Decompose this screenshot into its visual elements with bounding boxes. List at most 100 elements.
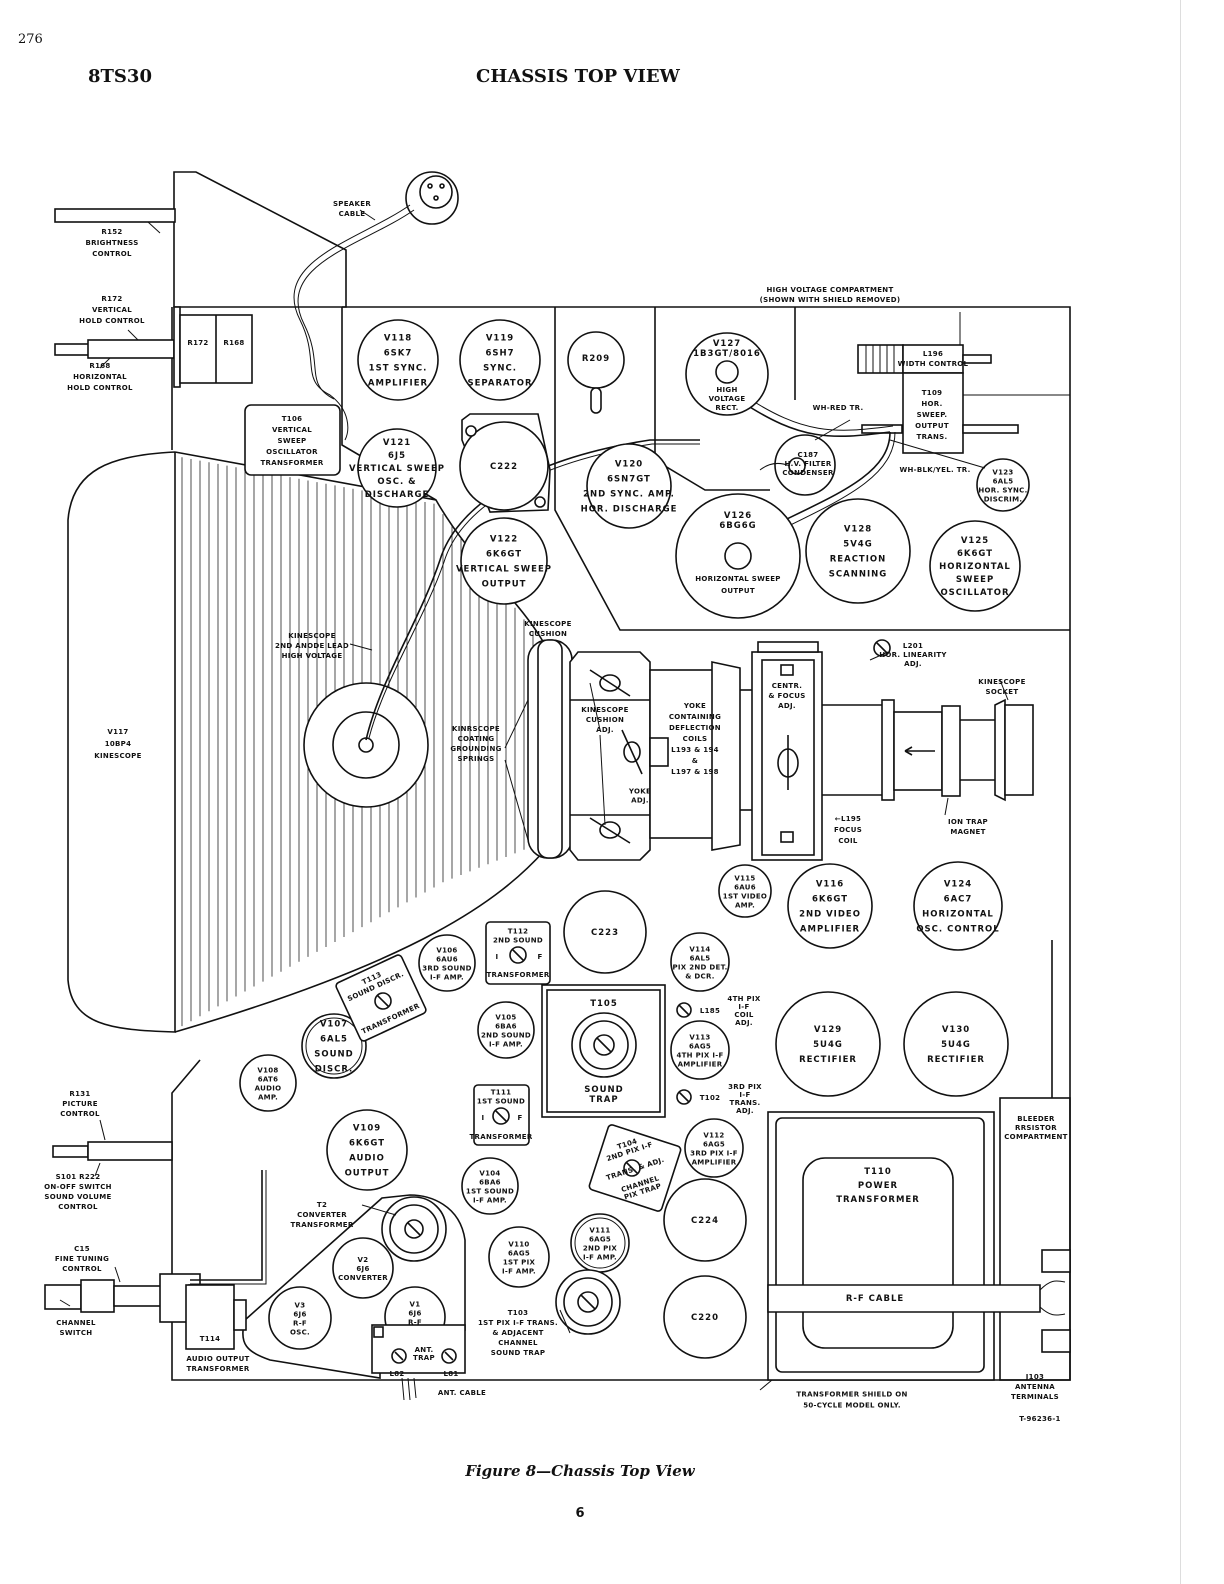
t109-label-line: TRANS. [917, 433, 948, 441]
l82-adjust-icon[interactable] [391, 1348, 407, 1364]
tube-label-line: V124 [944, 880, 972, 890]
tube-label-line: 1ST SYNC. [369, 364, 428, 374]
tube-label-line: V107 [320, 1020, 348, 1030]
t114-audio-output-transformer [185, 1170, 267, 1350]
leader-line [99, 1119, 106, 1141]
t2-adjust-icon[interactable] [404, 1219, 424, 1239]
t103-adjust-icon[interactable] [577, 1291, 599, 1313]
rf-cable-label: R-F CABLE [846, 1294, 903, 1304]
tube-label-line: 6AL5 [690, 955, 711, 963]
v117-label-line: V117 [107, 728, 128, 736]
kinescope-cushion [527, 639, 573, 859]
t103-label-line: T103 [508, 1309, 529, 1317]
c220-capacitor [663, 1275, 747, 1359]
t110-power-transformer [767, 1111, 995, 1381]
tube-label-line: 3RD SOUND [422, 965, 472, 973]
t111-adjust-icon[interactable] [492, 1107, 510, 1125]
hold-control-shafts[interactable] [54, 306, 181, 388]
tube-label-line: V105 [495, 1014, 516, 1022]
tube-label-line: SEPARATOR [468, 379, 533, 389]
drawing-number-label-line: T-96236-1 [1019, 1415, 1060, 1423]
leader-line [599, 734, 606, 826]
t112-f-label-line: F [537, 953, 542, 961]
tube-label-line: 6SN7GT [607, 475, 651, 485]
tube-label-line: V126 [724, 511, 752, 521]
tube-label-line: 6J6 [408, 1310, 421, 1318]
tube-label-line: HOR. SYNC. [978, 487, 1027, 495]
channel-switch-shaft[interactable] [44, 1273, 201, 1323]
tube-label-line: 3RD PIX I-F [690, 1150, 738, 1158]
ant-trap-label-line: TRAP [413, 1354, 435, 1362]
tube-label-line: SCANNING [829, 570, 887, 580]
t105-adjust-icon[interactable] [593, 1034, 615, 1056]
l201-adjust-screw-icon[interactable] [873, 639, 891, 657]
t103-label-line: CHANNEL [498, 1339, 538, 1347]
yoke-label-line: L197 & 198 [671, 768, 719, 776]
t104-adjust-icon[interactable] [623, 1159, 641, 1177]
wing-nut-top-icon[interactable] [589, 669, 631, 697]
l81-adjust-icon[interactable] [441, 1348, 457, 1364]
t113-adjust-icon[interactable] [374, 992, 392, 1010]
t112-i-label-line: I [496, 953, 499, 961]
bleeder-label-line: BLEEDER [1017, 1115, 1055, 1123]
tube-label-line: 6AU6 [734, 884, 756, 892]
tube-label-line: 6AG5 [589, 1236, 611, 1244]
l196-width-control[interactable] [857, 344, 992, 374]
tube-label-line: 6K6GT [349, 1139, 385, 1149]
picture-control-shaft[interactable] [52, 1141, 173, 1161]
v117-label-line: KINESCOPE [94, 752, 141, 760]
c15-label-line: CONTROL [62, 1265, 102, 1273]
l185-adjust-icon[interactable] [676, 1002, 692, 1018]
brightness-control-shaft[interactable] [54, 208, 176, 223]
ion-trap-label-line: ION TRAP [948, 818, 988, 826]
tube-label-line: I-F AMP. [502, 1268, 536, 1276]
c224-label-line: C224 [691, 1216, 719, 1226]
tube-label-line: V120 [615, 460, 643, 470]
channel-switch-label-line: CHANNEL [56, 1319, 96, 1327]
audio-output-label-line: AUDIO OUTPUT [186, 1355, 249, 1363]
leader-line [349, 643, 373, 651]
kine-socket-label-line: SOCKET [986, 688, 1019, 696]
tube-label-line: 6AC7 [944, 895, 973, 905]
t103-label-line: 1ST PIX I-F TRANS. [478, 1319, 558, 1327]
t105-sub-label-line: TRAP [589, 1095, 618, 1105]
c223-capacitor [563, 890, 647, 974]
tube-label-line: OUTPUT [345, 1169, 390, 1179]
tube-label-line: V122 [490, 535, 518, 545]
tube-label-line: V109 [353, 1124, 381, 1134]
t2-label-line: TRANSFORMER [290, 1221, 353, 1229]
j103-antenna-terminals[interactable] [1041, 1249, 1071, 1353]
wing-nut-bottom-icon[interactable] [589, 817, 631, 844]
yoke-label-line: L193 & 194 [671, 746, 719, 754]
wing-nut-yoke-icon[interactable] [621, 729, 643, 775]
c224-capacitor [663, 1178, 747, 1262]
t112-adjust-icon[interactable] [509, 946, 527, 964]
shield-note-label-line: 50-CYCLE MODEL ONLY. [803, 1402, 901, 1410]
t102-adjust-icon[interactable] [676, 1089, 692, 1105]
tube-label-line: DISCR. [315, 1065, 354, 1075]
leader-line [759, 1379, 773, 1391]
tube-label-line: RECTIFIER [927, 1055, 985, 1065]
r168-box-label-line: R168 [223, 339, 244, 347]
tube-label-line: 6BG6G [719, 521, 756, 531]
s101-label-line: CONTROL [58, 1203, 98, 1211]
tube-label-line: R-F [408, 1319, 422, 1327]
